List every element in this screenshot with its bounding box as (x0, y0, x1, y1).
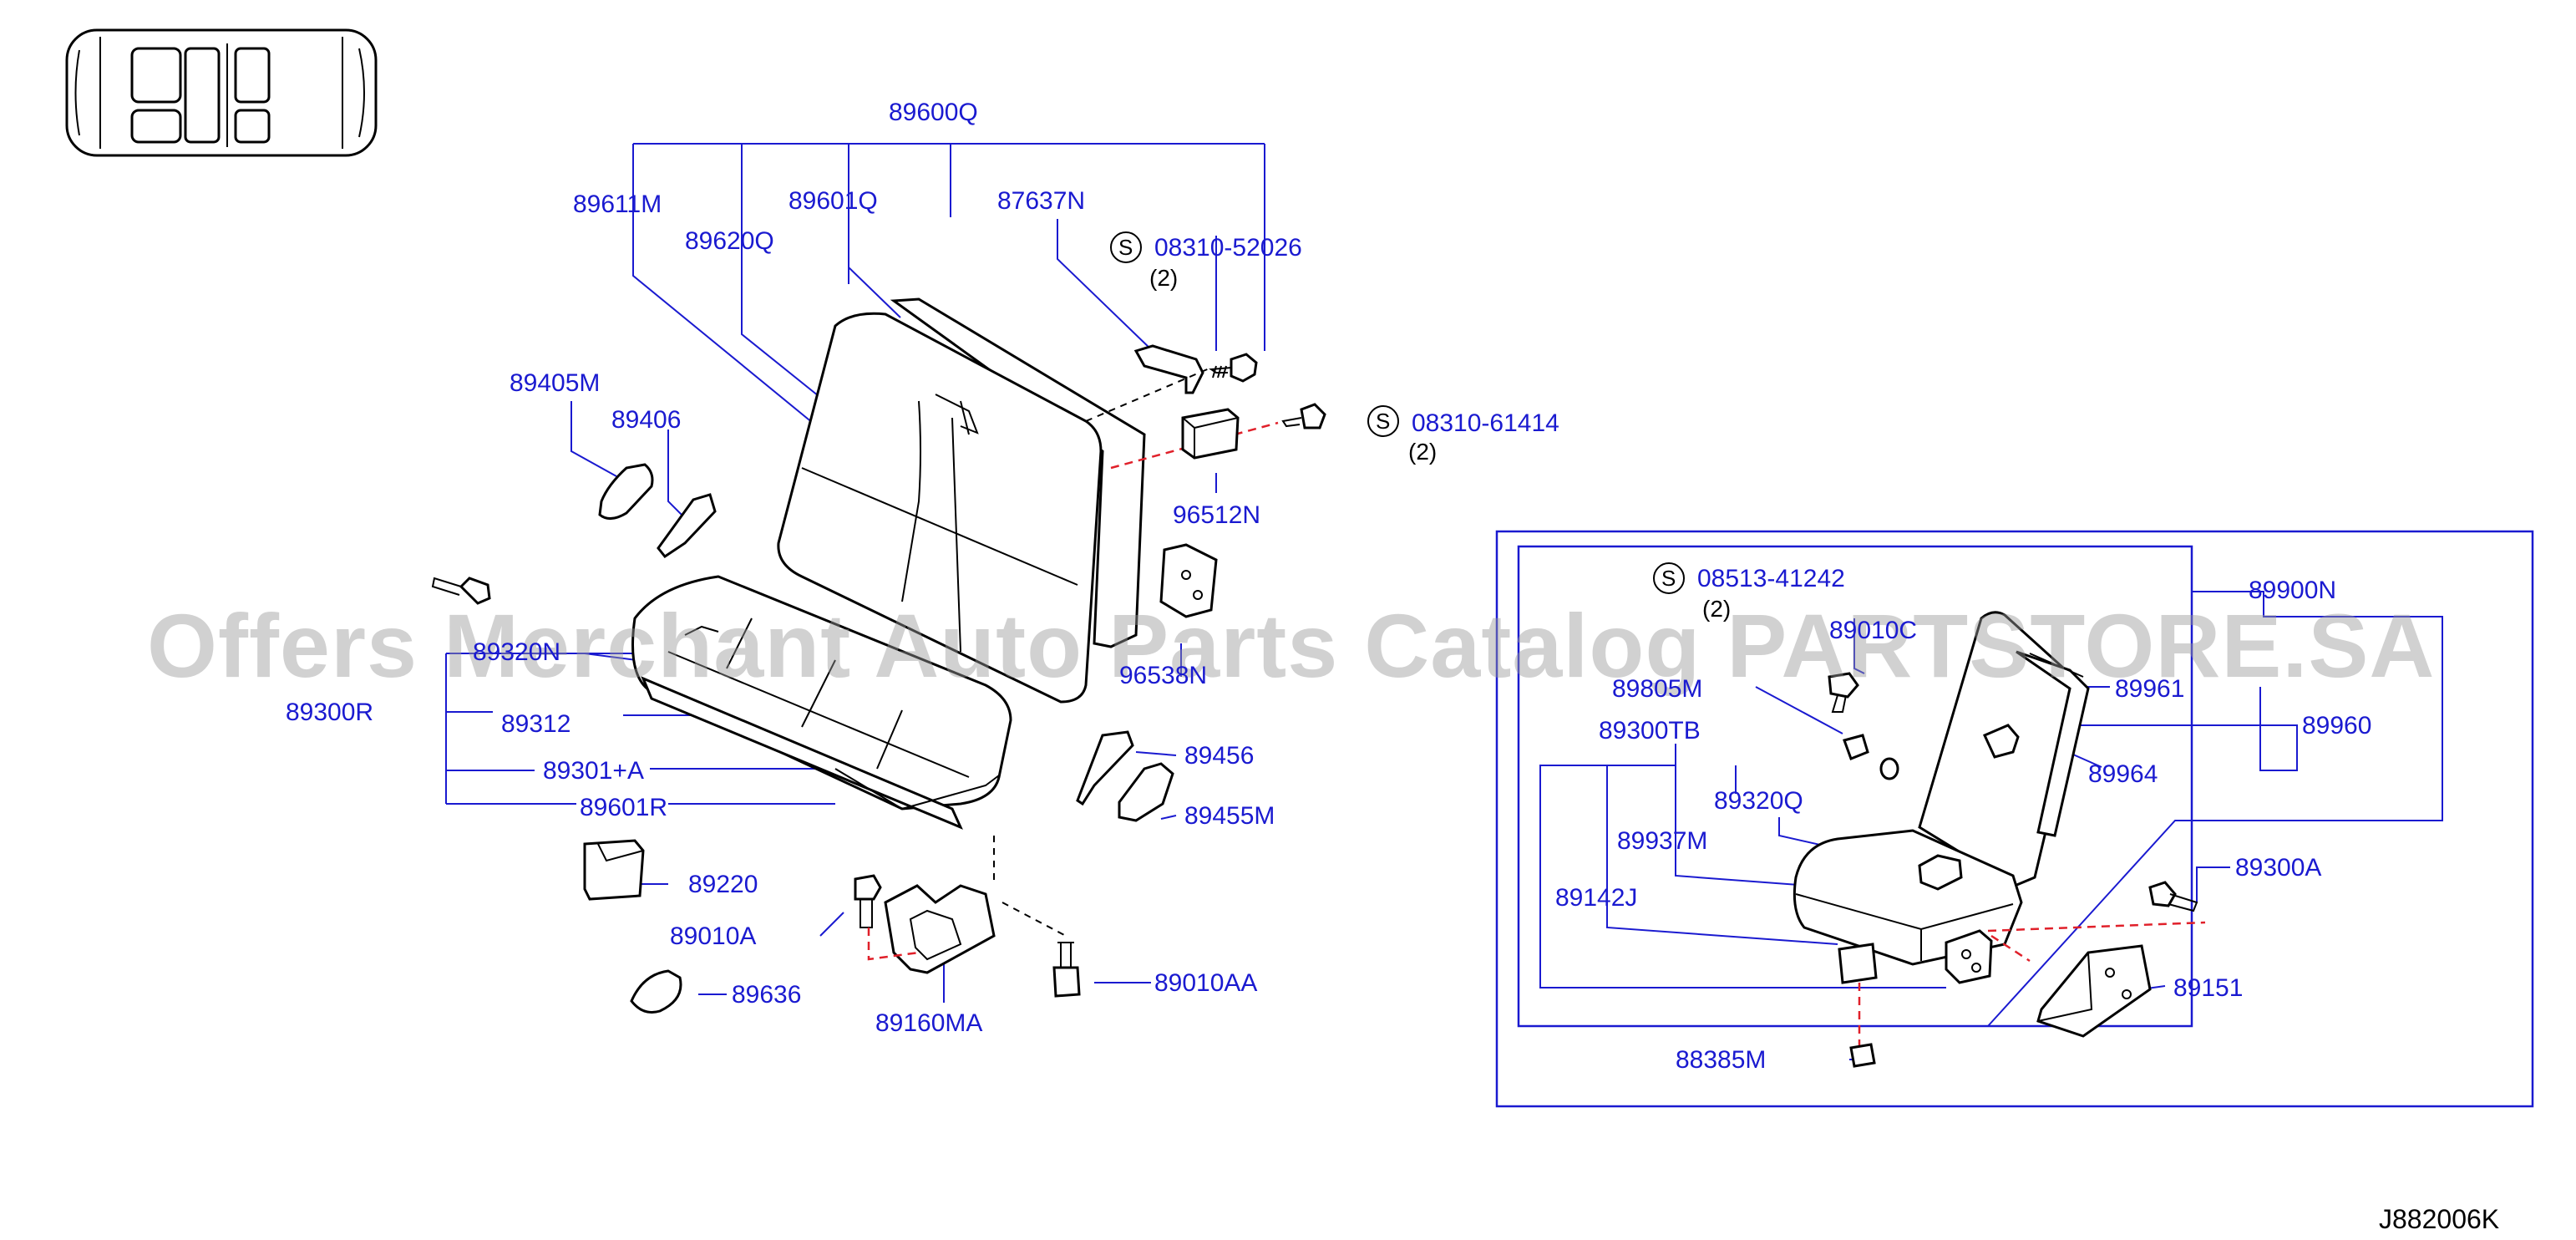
part-label-89455M[interactable]: 89455M (1184, 802, 1275, 830)
part-label-96538N[interactable]: 96538N (1119, 662, 1207, 689)
third-row-seat-box (1495, 530, 2534, 1108)
part-label-89320N[interactable]: 89320N (473, 638, 560, 666)
part-label-89961[interactable]: 89961 (2115, 675, 2184, 703)
part-label-89620Q[interactable]: 89620Q (685, 227, 774, 255)
part-label-89636[interactable]: 89636 (732, 981, 801, 1009)
watermark-text: Offers Merchant Auto Parts Catalog PARTS… (147, 595, 2435, 696)
part-label-89142J[interactable]: 89142J (1555, 884, 1637, 912)
qty-08513-41242: (2) (1702, 596, 1731, 622)
part-label-89010A[interactable]: 89010A (670, 922, 756, 950)
svg-text:S: S (1661, 566, 1676, 591)
qty-08310-61414: (2) (1408, 439, 1437, 465)
part-label-89300A[interactable]: 89300A (2235, 854, 2321, 882)
svg-text:S: S (1376, 409, 1390, 434)
part-label-08310-52026[interactable]: 08310-52026 (1154, 234, 1302, 262)
part-label-08513-41242[interactable]: 08513-41242 (1697, 565, 1845, 592)
part-label-89601R[interactable]: 89601R (580, 794, 667, 821)
part-label-89600Q[interactable]: 89600Q (889, 99, 978, 126)
part-label-89456[interactable]: 89456 (1184, 742, 1254, 770)
part-label-89805M[interactable]: 89805M (1612, 675, 1702, 703)
part-label-89601Q[interactable]: 89601Q (789, 187, 878, 215)
vehicle-locator-icon (65, 28, 378, 157)
part-label-96512N[interactable]: 96512N (1173, 501, 1260, 529)
part-label-89964[interactable]: 89964 (2088, 760, 2158, 788)
part-label-89220[interactable]: 89220 (688, 871, 758, 898)
part-label-89611M[interactable]: 89611M (573, 191, 662, 218)
diagram-code: J882006K (2379, 1204, 2499, 1234)
part-label-89300TB[interactable]: 89300TB (1599, 717, 1701, 745)
part-label-89010AA[interactable]: 89010AA (1154, 969, 1257, 997)
part-label-89151[interactable]: 89151 (2173, 974, 2243, 1002)
part-label-08310-61414[interactable]: 08310-61414 (1412, 409, 1559, 437)
part-label-89312[interactable]: 89312 (501, 710, 570, 738)
part-label-89960[interactable]: 89960 (2302, 712, 2371, 739)
part-label-89405M[interactable]: 89405M (510, 369, 600, 397)
part-label-89900N[interactable]: 89900N (2249, 577, 2336, 604)
part-label-89937M[interactable]: 89937M (1617, 827, 1707, 855)
screw-symbol-icon: S S S (1110, 231, 1685, 594)
part-label-87637N[interactable]: 87637N (997, 187, 1085, 215)
part-label-89300R[interactable]: 89300R (286, 699, 373, 726)
part-label-89320Q[interactable]: 89320Q (1714, 787, 1803, 815)
part-label-89406[interactable]: 89406 (611, 406, 681, 434)
svg-text:S: S (1118, 235, 1133, 260)
rear-seat-assembly (431, 297, 1326, 1014)
part-label-89160MA[interactable]: 89160MA (875, 1009, 982, 1037)
qty-08310-52026: (2) (1149, 265, 1178, 291)
part-label-89301A[interactable]: 89301+A (543, 757, 644, 785)
part-label-89010C[interactable]: 89010C (1829, 617, 1917, 644)
part-label-88385M[interactable]: 88385M (1676, 1046, 1766, 1074)
